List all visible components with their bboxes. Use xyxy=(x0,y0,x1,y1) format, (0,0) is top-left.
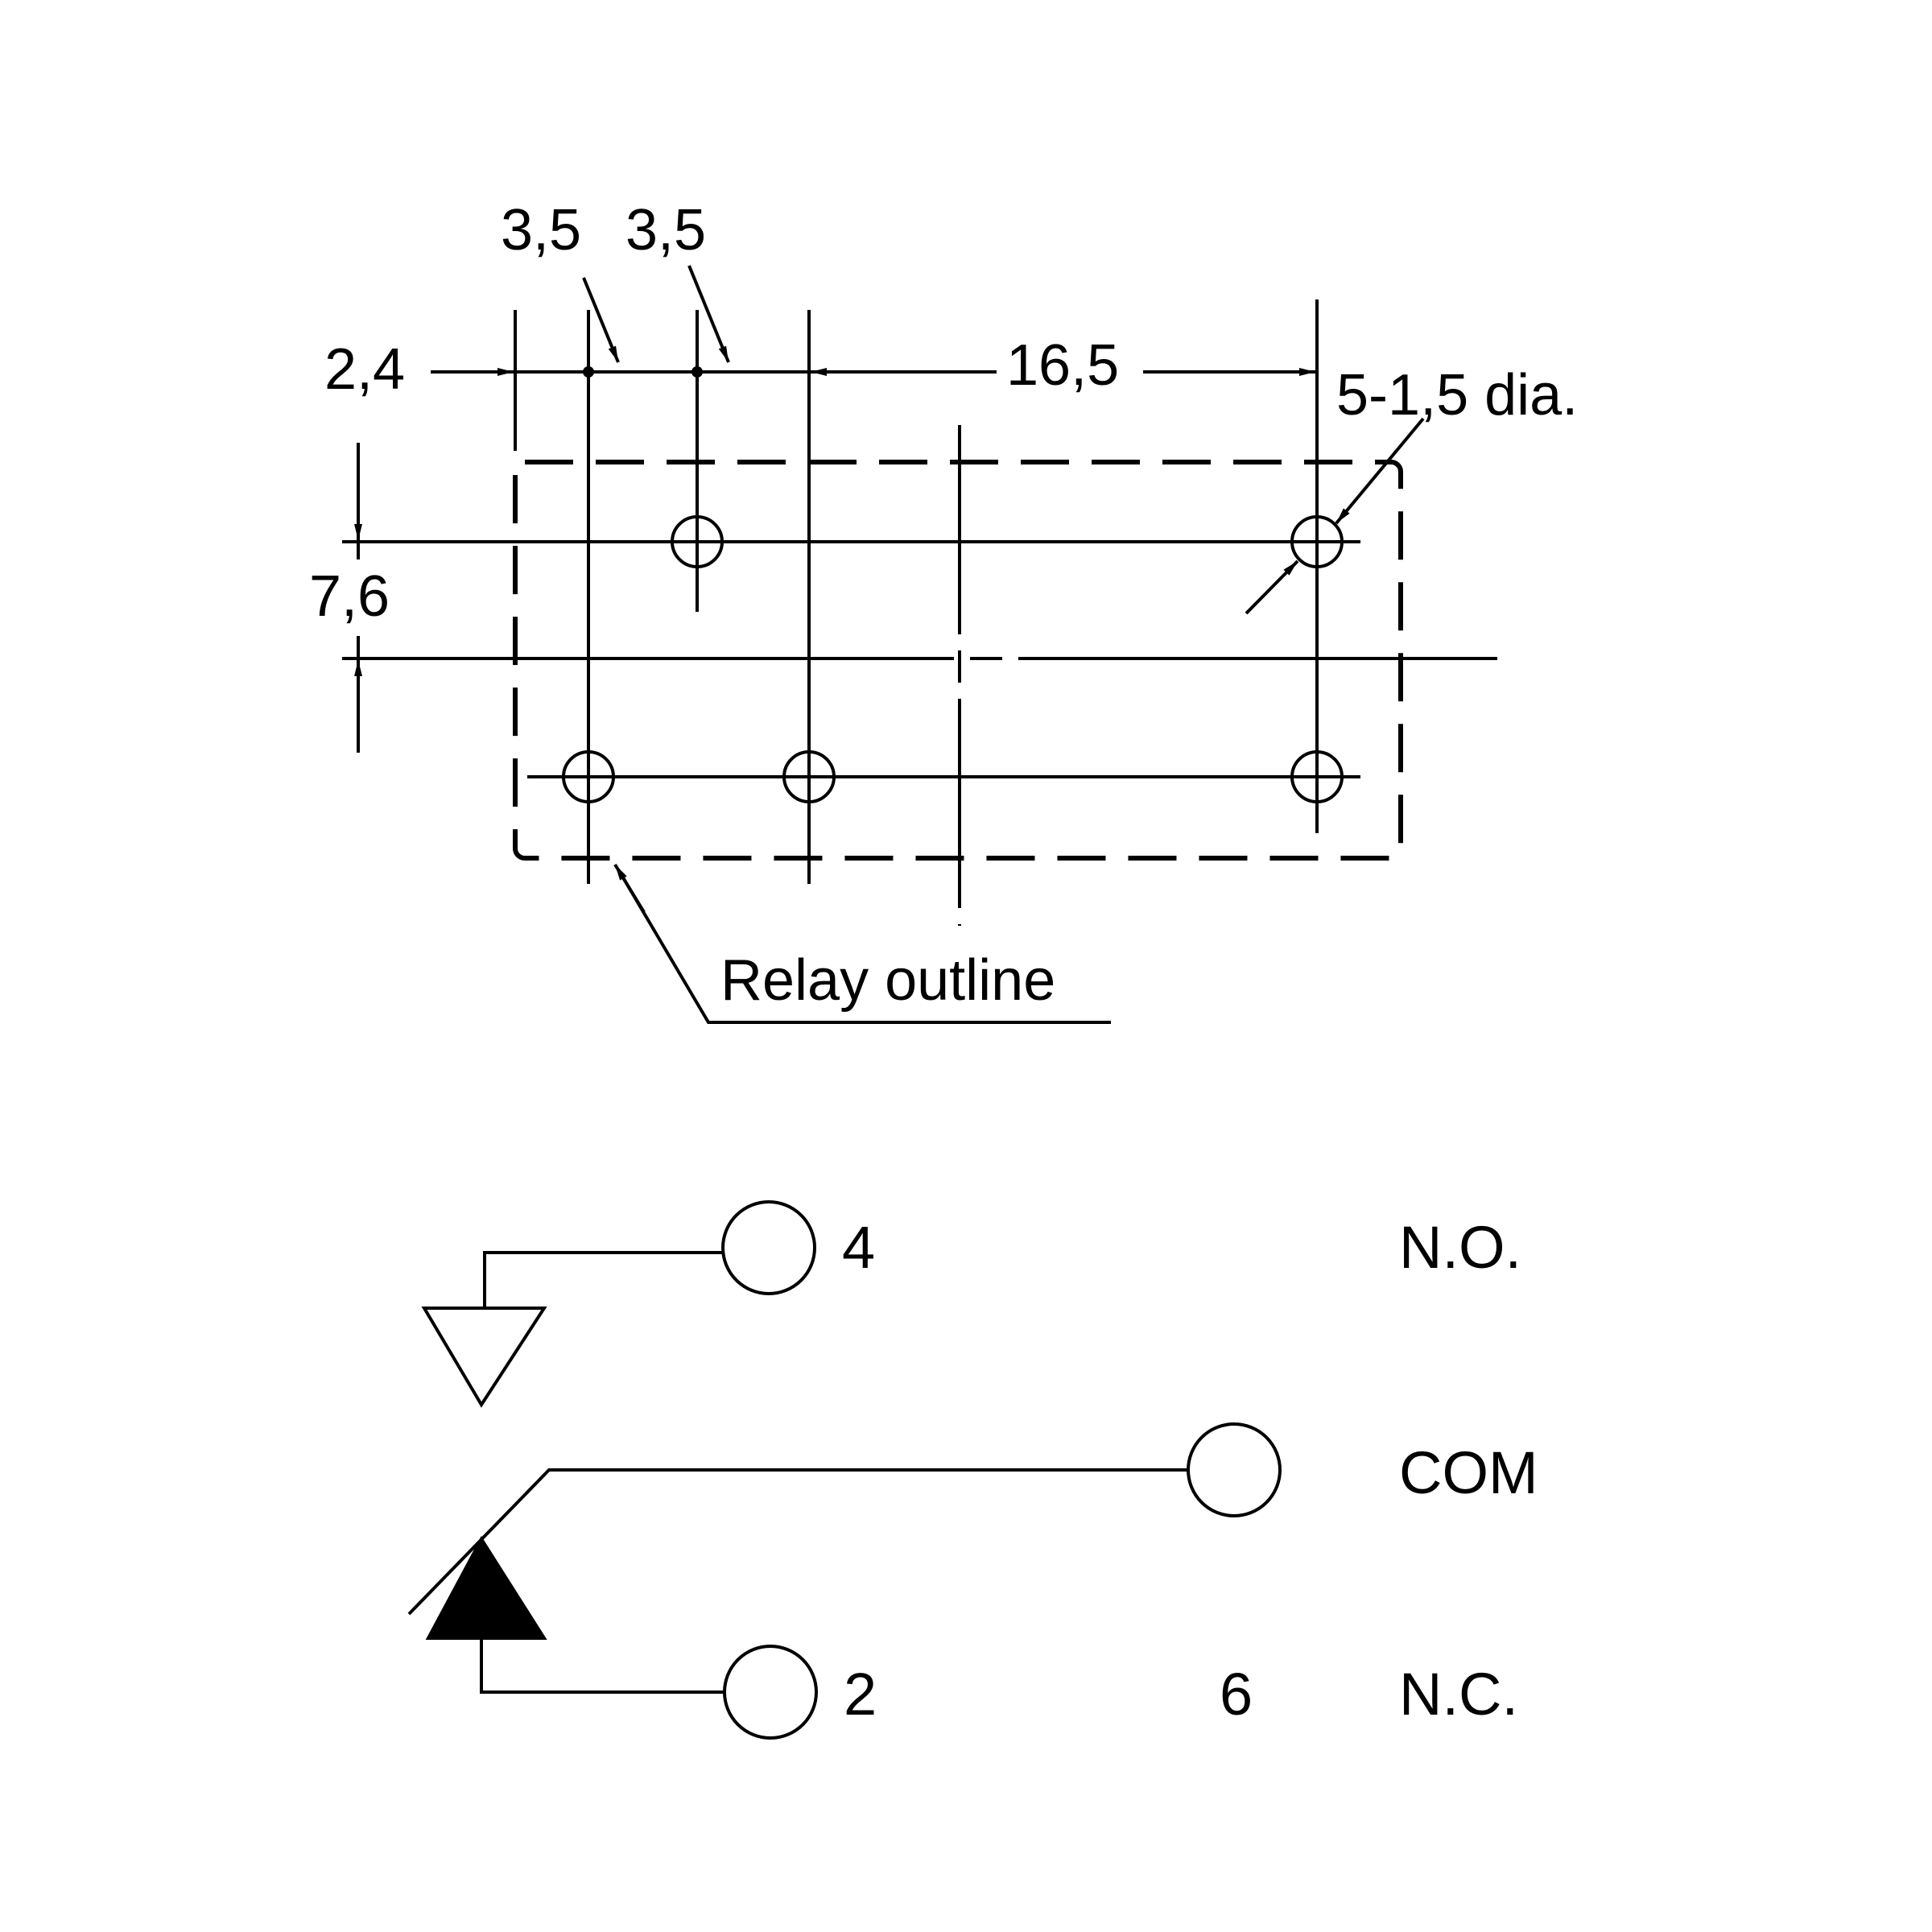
pin-hole xyxy=(1290,515,1344,568)
hole-spec-leader xyxy=(1335,417,1425,525)
leader-3-5-a xyxy=(582,277,620,363)
pcb-layout xyxy=(342,265,1497,1024)
dim-label-3-5-b: 3,5 xyxy=(625,198,706,262)
dim-label-3-5-a: 3,5 xyxy=(501,198,581,262)
label-no: N.O. xyxy=(1399,1214,1521,1281)
pin-label-6: 6 xyxy=(1220,1661,1253,1728)
pin-label-2: 2 xyxy=(844,1661,877,1728)
terminal-circle-com xyxy=(1187,1422,1282,1517)
pin-hole xyxy=(671,515,724,568)
pin-hole xyxy=(1290,750,1344,803)
contact-schematic xyxy=(407,1200,1282,1740)
relay-outline-label: Relay outline xyxy=(720,948,1055,1013)
wire-no xyxy=(483,1251,722,1308)
dim-dot xyxy=(691,366,703,378)
relay-outline-leader xyxy=(617,868,1111,1024)
dim-label-2-4: 2,4 xyxy=(324,337,405,402)
relay-outline-arrow xyxy=(613,863,646,914)
hole-spec-label: 5-1,5 dia. xyxy=(1336,363,1578,427)
pin-hole xyxy=(782,750,836,803)
pin-hole xyxy=(562,750,615,803)
dim-dot xyxy=(583,366,594,378)
terminal-circle-no xyxy=(721,1200,816,1295)
dim-label-16-5: 16,5 xyxy=(1006,333,1119,398)
terminal-circle-nc xyxy=(723,1645,818,1740)
contact-no-triangle xyxy=(421,1307,547,1408)
dim-label-7-6: 7,6 xyxy=(309,564,390,629)
pin-label-4: 4 xyxy=(842,1214,875,1281)
wire-com xyxy=(407,1468,1188,1616)
wire-nc xyxy=(480,1638,724,1694)
label-nc: N.C. xyxy=(1399,1661,1518,1728)
leader-3-5-b xyxy=(687,265,730,363)
label-com: COM xyxy=(1399,1439,1538,1506)
contact-nc-triangle xyxy=(425,1536,547,1640)
hole-spec-arrow-lower xyxy=(1245,559,1299,615)
